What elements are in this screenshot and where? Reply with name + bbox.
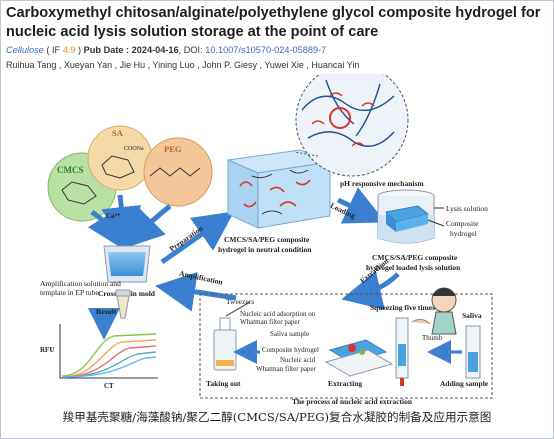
amplification-label: Amplification: [178, 269, 224, 287]
process-box: [199, 293, 493, 399]
pub-date: Pub Date : 2024-04-16: [83, 45, 179, 55]
doi-prefix: , DOI:: [178, 45, 206, 55]
whatman-label: Whatman filter paper: [256, 365, 317, 373]
loaded-label-2: hydrogel loaded lysis solution: [366, 263, 461, 272]
extracting-label: Extracting: [328, 379, 362, 388]
sample-tube: [465, 325, 481, 379]
author-list: Ruihua Tang , Xueyan Yan , Jie Hu , Yini…: [6, 60, 360, 70]
adding-sample-label: Adding sample: [440, 379, 489, 388]
journal-name[interactable]: Cellulose: [6, 45, 44, 55]
paper-meta: Cellulose ( IF 4.9 ) Pub Date : 2024-04-…: [6, 45, 326, 55]
ph-mechanism-diagram: [295, 74, 409, 177]
result-plot: [59, 324, 158, 379]
adsorption-label-2: Whatman filter paper: [240, 318, 301, 326]
if-prefix: ( IF: [46, 45, 63, 55]
taking-out-label: Taking out: [206, 379, 241, 388]
lysis-solution-label: Lysis solution: [446, 204, 488, 213]
neutral-label-2: hydrogel in neutral condition: [218, 245, 312, 254]
calcium-label: Ca²⁺: [106, 212, 121, 220]
composite-label-2: hydrogel: [450, 229, 477, 238]
cmcs-label: CMCS: [57, 165, 84, 175]
process-label: The process of nucleic acid extraction: [292, 397, 413, 406]
neutral-hydrogel: [226, 149, 332, 229]
schematic-figure: CMCS SA COONa PEG Ca²⁺ Crosslink in mold…: [40, 74, 493, 406]
taking-out-tube: [213, 317, 237, 371]
sa-group: COONa: [124, 146, 144, 152]
rfu-axis-label: RFU: [40, 346, 54, 354]
extraction-pad: [324, 339, 394, 377]
if-suffix: ): [75, 45, 82, 55]
person-figure: [431, 287, 457, 335]
peg-label: PEG: [164, 144, 182, 154]
sa-label: SA: [112, 128, 124, 138]
peg-molecule: PEG: [143, 137, 213, 207]
loaded-beaker: [377, 189, 435, 244]
impact-factor: 4.9: [62, 45, 76, 55]
amp-solution-label-1: Amplification solution and: [40, 279, 121, 288]
composite-label-1: Composite: [446, 219, 479, 228]
result-label: Result: [96, 307, 117, 316]
neutral-label-1: CMCS/SA/PEG composite: [224, 235, 310, 244]
ct-axis-label: CT: [104, 382, 114, 390]
sa-molecule: SA COONa: [87, 125, 153, 191]
loaded-label-1: CMCS/SA/PEG composite: [372, 253, 458, 262]
nucleic-acid-label: Nucleic acid: [280, 356, 316, 364]
figure-caption: 羧甲基壳聚糖/海藻酸钠/聚乙二醇(CMCS/SA/PEG)复合水凝胶的制备及应用…: [62, 410, 492, 424]
amp-solution-label-2: template in EP tube: [40, 288, 99, 297]
thumb-label: Thumb: [422, 334, 443, 342]
saliva-sample-label: Saliva sample: [270, 330, 309, 338]
doi-link[interactable]: 10.1007/s10570-024-05889-7: [205, 45, 327, 55]
ph-mechanism-label: pH responsive mechanism: [340, 179, 424, 188]
paper-title[interactable]: Carboxymethyl chitosan/alginate/polyethy…: [6, 5, 541, 40]
mold: [103, 245, 151, 283]
saliva-label: Saliva: [462, 311, 482, 320]
syringe: [395, 317, 409, 386]
adsorption-label-1: Nucleic acid adsorption on: [240, 310, 316, 318]
ep-tube: [115, 289, 131, 319]
tweezers-label: Tweezers: [226, 297, 254, 306]
composite-hydrogel-label: Composite hydrogel: [262, 346, 319, 354]
squeezing-label: Squeezing five times: [370, 303, 435, 312]
